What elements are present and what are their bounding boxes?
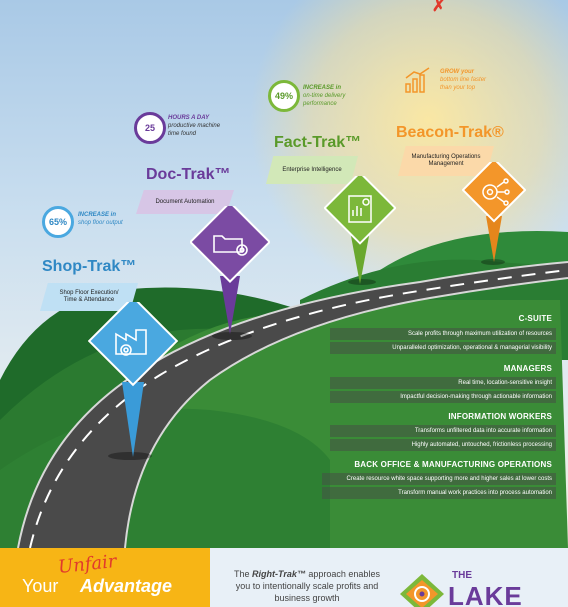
beacon-trak-pin	[461, 157, 527, 271]
workers-item-1: Transforms unfiltered data into accurate…	[330, 425, 556, 437]
footer-text-pre: The	[234, 569, 253, 579]
tagline-unfair: Unfair	[57, 550, 118, 579]
tagline-advantage: Advantage	[80, 576, 173, 596]
factory-icon	[115, 329, 147, 356]
on-time-stat-value: 49%	[274, 91, 293, 101]
floor-stat-line1: INCREASE in	[78, 212, 117, 218]
report-chart-icon	[348, 195, 372, 223]
growth-stat-line3: than your top	[440, 85, 476, 91]
csuite-item-1: Scale profits through maximum utilizatio…	[330, 328, 556, 340]
on-time-stat-line2: on-time delivery	[303, 93, 346, 99]
logo-lake: LAKE	[448, 581, 523, 607]
fact-trak-pin	[323, 171, 397, 291]
backoffice-title: BACK OFFICE & MANUFACTURING OPERATIONS	[354, 460, 552, 469]
backoffice-item-2: Transform manual work practices into pro…	[322, 487, 556, 499]
fact-trak-banner: Enterprise Intelligence	[266, 156, 358, 184]
on-time-stat-line1: INCREASE in	[303, 85, 342, 91]
backoffice-item-1: Create resource white space supporting m…	[322, 473, 556, 485]
beacon-trak-title: Beacon-Trak®	[396, 124, 504, 141]
footer: Unfair Your Advantage The Right-Trak™ ap…	[0, 548, 568, 607]
managers-title: MANAGERS	[503, 364, 552, 373]
managers-item-1: Real time, location-sensitive insight	[330, 377, 556, 389]
fact-trak-title: Fact-Trak™	[274, 134, 362, 151]
gear-network-icon	[482, 178, 510, 206]
growth-stat-line1: GROW your	[440, 69, 474, 75]
workers-item-2: Highly automated, untouched, frictionles…	[330, 439, 556, 451]
growth-stat-line2: bottom line faster	[440, 77, 487, 83]
shop-trak-desc-2: Time & Attendance	[63, 297, 115, 303]
fact-trak-desc-1: Enterprise Intelligence	[282, 166, 342, 173]
floor-stat-ring: 65%	[42, 206, 74, 238]
doc-trak-banner: Document Automation	[136, 190, 234, 214]
floor-stat-line2: shop floor output	[78, 220, 123, 226]
shop-trak-desc-1: Shop Floor Execution/	[59, 290, 119, 296]
hours-stat-ring: 25	[134, 112, 166, 144]
logo-the: THE	[452, 570, 472, 581]
tagline-your: Your	[22, 576, 59, 596]
shop-trak-title: Shop-Trak™	[42, 258, 137, 275]
hours-stat-line2: productive machine	[168, 123, 221, 129]
csuite-item-2: Unparalleled optimization, operational &…	[330, 342, 556, 354]
folder-gear-icon	[213, 235, 248, 256]
growth-stat-text: GROW your bottom line faster than your t…	[440, 68, 486, 92]
on-time-stat-ring: 49%	[268, 80, 300, 112]
hours-stat-line3: time found	[168, 131, 197, 137]
shop-trak-pin	[87, 295, 179, 467]
hours-stat-line1: HOURS A DAY	[168, 115, 210, 121]
beacon-trak-desc-2: Management	[428, 161, 464, 167]
shop-trak-banner: Shop Floor Execution/ Time & Attendance	[40, 283, 138, 311]
hours-stat-value: 25	[144, 123, 155, 133]
beacon-trak-banner: Manufacturing Operations Management	[398, 146, 494, 176]
on-time-stat-line3: performance	[303, 101, 337, 107]
benefits-panel: C-SUITE Scale profits through maximum ut…	[318, 312, 568, 548]
footer-tagline-block: Unfair Your Advantage	[0, 548, 210, 607]
close-mark-icon: ✗	[432, 0, 446, 15]
footer-description: The Right-Trak™ approach enables you to …	[232, 568, 382, 604]
bar-chart-growth-icon	[404, 66, 432, 99]
on-time-stat-text: INCREASE in on-time delivery performance	[303, 84, 345, 108]
doc-trak-pin	[188, 200, 272, 341]
floor-stat-value: 65%	[48, 217, 67, 227]
csuite-title: C-SUITE	[518, 314, 552, 323]
lake-logo-icon	[398, 574, 446, 607]
floor-stat-text: INCREASE in shop floor output	[78, 211, 123, 227]
doc-trak-title: Doc-Trak™	[146, 166, 231, 183]
beacon-trak-desc-1: Manufacturing Operations	[411, 154, 481, 160]
doc-trak-desc-1: Document Automation	[155, 198, 215, 205]
footer-text-brand: Right-Trak™	[252, 569, 306, 579]
managers-item-2: Impactful decision-making through action…	[330, 391, 556, 403]
workers-title: INFORMATION WORKERS	[448, 412, 552, 421]
footer-text-post: approach enables you to intentionally sc…	[235, 569, 380, 603]
hours-stat-text: HOURS A DAY productive machine time foun…	[168, 114, 220, 138]
